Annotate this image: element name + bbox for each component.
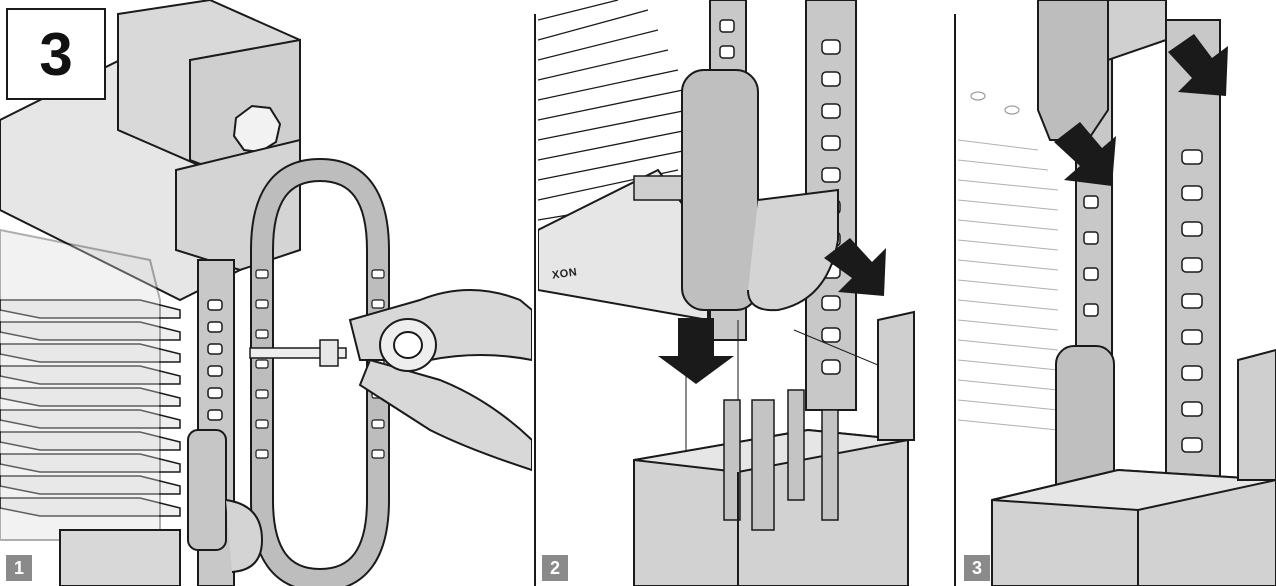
panel-1: 3 1 [0, 0, 532, 586]
panel-3: 3 [958, 0, 1276, 586]
panel-divider-2 [954, 14, 956, 586]
diagonal-arrow [824, 238, 886, 296]
panel-3-drawing [958, 0, 1276, 586]
down-arrow-left [1054, 122, 1116, 186]
panel-2-drawing [538, 0, 915, 586]
step-number-box: 3 [6, 8, 106, 100]
panel-2: XON 2 [538, 0, 950, 586]
down-arrow [658, 318, 734, 384]
connector-cap [187, 429, 227, 551]
panel-1-drawing [0, 0, 532, 586]
down-arrow-right [1168, 34, 1228, 96]
panel-divider-1 [534, 14, 536, 586]
panel-badge-2: 2 [542, 555, 568, 581]
panel-badge-1: 1 [6, 555, 32, 581]
heatsink-fins [0, 299, 181, 517]
connector-cap [681, 69, 759, 311]
coiled-strip [250, 157, 390, 586]
panel-badge-3: 3 [964, 555, 990, 581]
cable-tie [249, 347, 347, 359]
side-cutters [348, 289, 532, 472]
